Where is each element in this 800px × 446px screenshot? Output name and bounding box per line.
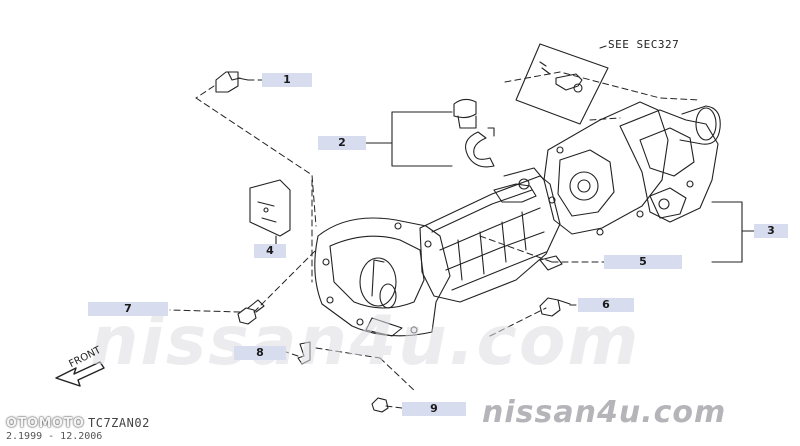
bolt-1: [215, 71, 249, 93]
callout-1: 1: [262, 73, 312, 87]
callout-9: 9: [402, 402, 466, 416]
main-case: [419, 167, 563, 303]
transfer-case: [543, 101, 721, 236]
production-dates: 2.1999 - 12.2006: [6, 431, 103, 442]
callout-3: 3: [754, 224, 788, 238]
callout-4: 4: [254, 244, 286, 258]
callout-7: 7: [88, 302, 168, 316]
sensor-inset: [515, 43, 609, 125]
bracket-3: [711, 201, 743, 263]
see-section-reference: SEE SEC327: [608, 38, 680, 51]
diagram-code: TC7ZAN02: [88, 416, 150, 430]
bolt-7: [237, 299, 265, 325]
callout-5: 5: [604, 255, 682, 269]
part-2: [453, 98, 495, 168]
leader-lines: [169, 71, 701, 409]
part-4: [249, 179, 291, 237]
callout-8: 8: [234, 346, 286, 360]
front-arrow: [55, 361, 105, 387]
bolt-6: [539, 297, 571, 317]
bracket-2: [391, 111, 453, 167]
bolt-9: [371, 397, 389, 413]
bell-housing: [314, 217, 451, 337]
callout-6: 6: [578, 298, 634, 312]
callout-2: 2: [318, 136, 366, 150]
brand-watermark: nissan4u.com: [482, 395, 727, 430]
watermark: nissan4u.com: [90, 302, 641, 381]
otomoto-watermark: OTOMOTO: [6, 416, 85, 431]
part-8: [297, 341, 311, 365]
